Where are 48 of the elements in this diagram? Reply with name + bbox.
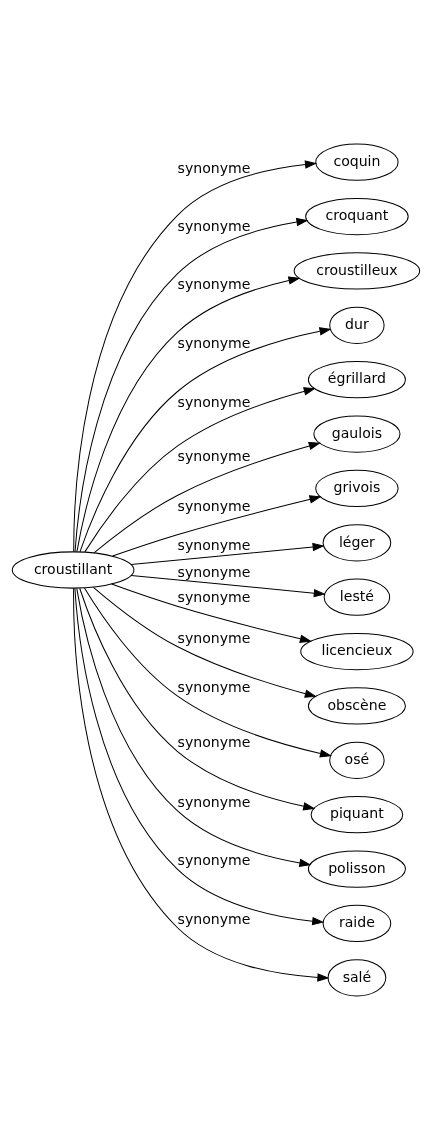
arrow [74, 217, 309, 552]
node-ellipse: piquant [310, 795, 404, 833]
edge-label: synonyme [177, 678, 251, 695]
edge-label: synonyme [177, 910, 251, 927]
node-ellipse: salé [327, 958, 387, 996]
arrow [92, 586, 317, 698]
arrow [79, 587, 316, 810]
arrow [83, 587, 333, 758]
arrow [130, 574, 326, 597]
edge-label: synonyme [177, 217, 251, 234]
edge-label: synonyme [177, 497, 251, 514]
edge-label: synonyme [177, 588, 251, 605]
arrow [74, 587, 325, 925]
edge-label: synonyme [177, 793, 251, 810]
node-ellipse: dur [329, 306, 385, 344]
arrow [84, 386, 316, 552]
arrow [79, 326, 332, 552]
arrow [73, 587, 330, 982]
edge-label: synonyme [177, 393, 251, 410]
arrow [73, 159, 318, 552]
edge-label: synonyme [177, 851, 251, 868]
arrow [130, 542, 325, 565]
edge-label: synonyme [177, 275, 251, 292]
arrow [111, 583, 312, 643]
node-ellipse: raide [322, 904, 392, 942]
node-ellipse: osé [329, 741, 385, 779]
node-ellipse: grivois [315, 469, 399, 507]
node-ellipse: léger [322, 523, 392, 561]
node-ellipse: lesté [323, 578, 391, 616]
node-ellipse: gaulois [313, 414, 401, 453]
arrow [93, 441, 321, 553]
arrow [112, 494, 322, 557]
edge-label: synonyme [177, 563, 251, 580]
node-ellipse: coquin [315, 143, 399, 181]
edge-label: synonyme [177, 733, 251, 750]
node-ellipse: polisson [307, 849, 406, 888]
edge-label: synonyme [177, 536, 251, 553]
edge-label: synonyme [177, 334, 251, 351]
node-ellipse: obscène [307, 686, 406, 725]
edge-label: synonyme [177, 629, 251, 646]
node-ellipse: croquant [305, 197, 409, 235]
arrow [76, 275, 301, 552]
arrow [76, 587, 312, 867]
edge-label: synonyme [177, 447, 251, 464]
node-ellipse: croustilleux [293, 251, 421, 290]
edge-label: synonyme [177, 159, 251, 176]
node-ellipse: égrillard [307, 360, 406, 398]
node-ellipse: croustillant [11, 550, 135, 589]
